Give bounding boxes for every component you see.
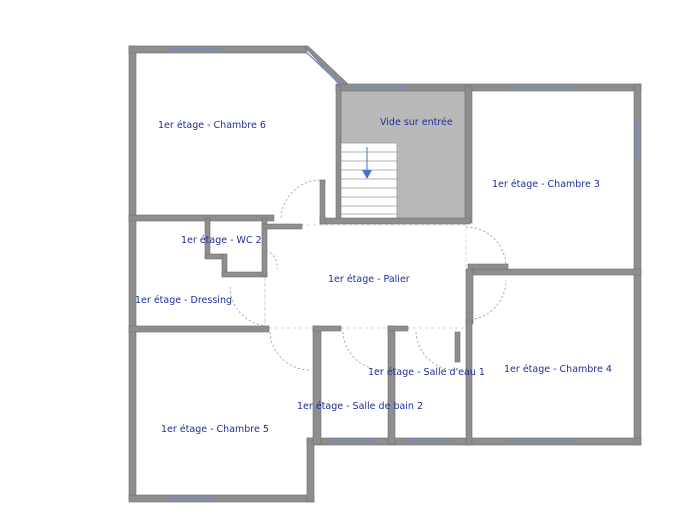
room-label-chambre3: 1er étage - Chambre 3 — [492, 179, 600, 190]
staircase — [339, 142, 398, 221]
room-label-palier: 1er étage - Palier — [328, 274, 410, 285]
room-label-wc2: 1er étage - WC 2 — [181, 235, 262, 246]
door-swings — [229, 179, 507, 371]
room-label-salle-eau1: 1er étage - Salle d'eau 1 — [368, 367, 485, 378]
landing-outline — [264, 224, 467, 329]
room-label-chambre6: 1er étage - Chambre 6 — [158, 120, 266, 131]
room-label-chambre4: 1er étage - Chambre 4 — [504, 364, 612, 375]
void-area — [340, 90, 466, 220]
room-label-vide: Vide sur entrée — [380, 117, 453, 128]
room-label-salle-bain2: 1er étage - Salle de bain 2 — [297, 401, 423, 412]
windows — [170, 48, 638, 499]
room-label-chambre5: 1er étage - Chambre 5 — [161, 424, 269, 435]
room-label-dressing: 1er étage - Dressing — [135, 295, 232, 306]
arrow-down-icon — [362, 170, 372, 179]
